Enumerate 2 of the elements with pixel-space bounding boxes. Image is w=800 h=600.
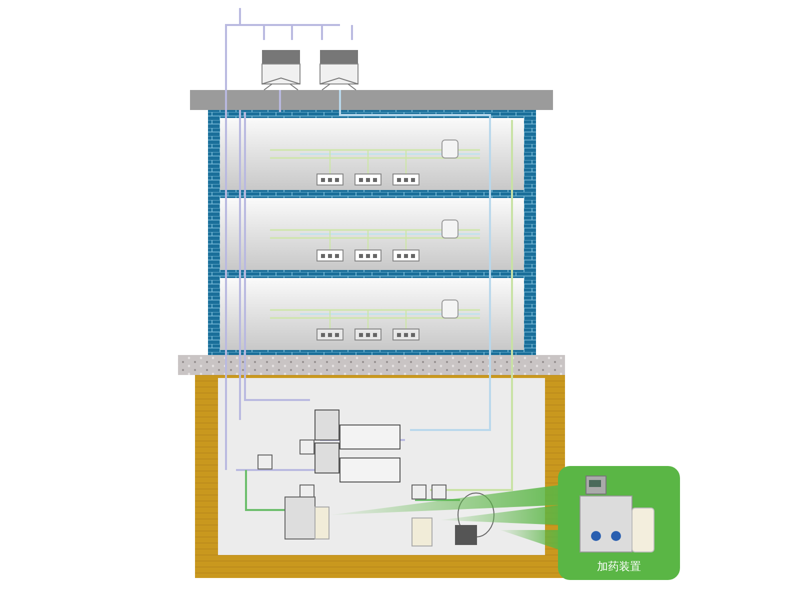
callout-label: 加药装置 <box>596 559 642 574</box>
callout-panel <box>558 466 680 580</box>
